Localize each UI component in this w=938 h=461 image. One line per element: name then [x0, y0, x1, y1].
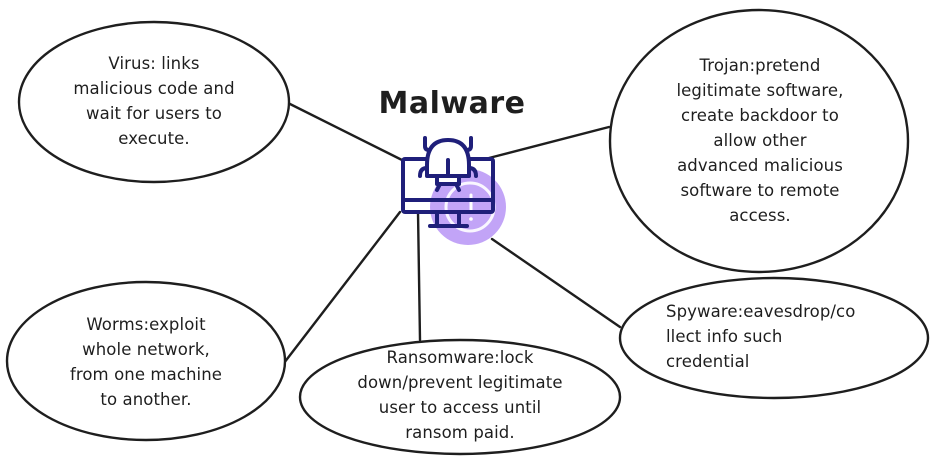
- connector-worms: [282, 210, 402, 365]
- node-virus-label: Virus: links malicious code and wait for…: [73, 54, 235, 148]
- node-ransomware-shape: [298, 338, 622, 456]
- connector-ransomware: [416, 210, 422, 342]
- computer-bug-alert-icon: [401, 136, 506, 245]
- node-virus-shape: [17, 20, 291, 184]
- connector-spyware: [490, 237, 622, 329]
- diagram-title: Malware: [378, 86, 526, 121]
- connector-trojan: [487, 125, 611, 160]
- node-ransomware-label: Ransomware:lock down/prevent legitimate …: [357, 348, 563, 442]
- node-trojan-label: Trojan:pretend legitimate software, crea…: [676, 56, 844, 225]
- connector-virus: [286, 101, 404, 162]
- node-spyware-shape: [618, 276, 930, 400]
- node-worms-shape: [5, 280, 287, 442]
- node-worms-label: Worms:exploit whole network, from one ma…: [69, 315, 223, 409]
- node-trojan-shape: [608, 8, 910, 274]
- node-spyware-label: Spyware:eavesdrop/co llect info such cre…: [666, 302, 856, 371]
